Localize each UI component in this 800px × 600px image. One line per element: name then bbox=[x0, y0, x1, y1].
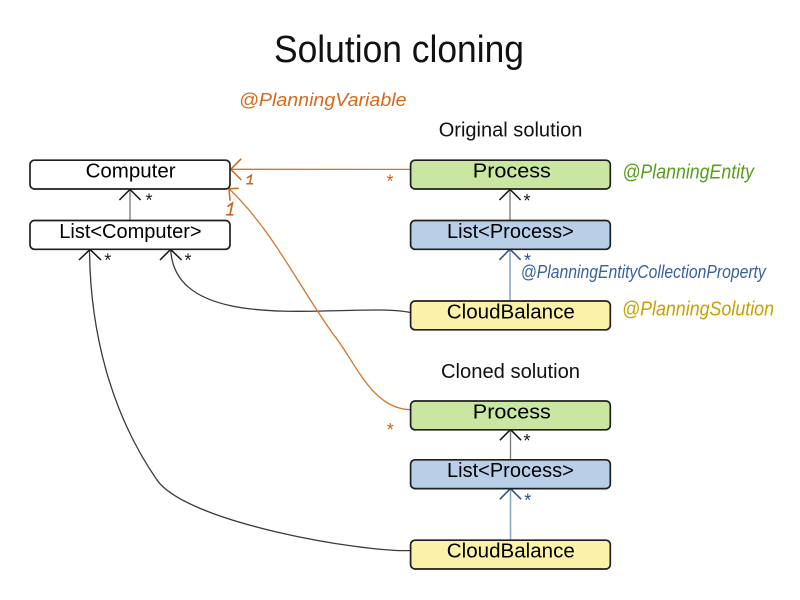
svg-text:@PlanningEntityCollectionPrope: @PlanningEntityCollectionProperty bbox=[521, 261, 767, 282]
svg-text:*: * bbox=[184, 251, 191, 271]
svg-text:Process: Process bbox=[473, 161, 551, 183]
svg-text:List<Process>: List<Process> bbox=[447, 221, 574, 243]
svg-text:Process: Process bbox=[473, 401, 551, 423]
svg-text:List<Computer>: List<Computer> bbox=[59, 221, 201, 243]
svg-text:*: * bbox=[524, 250, 531, 270]
svg-text:CloudBalance: CloudBalance bbox=[447, 301, 575, 323]
svg-text:Solution cloning: Solution cloning bbox=[274, 29, 524, 71]
svg-text:@PlanningSolution: @PlanningSolution bbox=[622, 299, 774, 321]
svg-text:*: * bbox=[387, 420, 394, 440]
svg-text:Computer: Computer bbox=[86, 161, 176, 183]
svg-text:*: * bbox=[523, 191, 530, 211]
svg-text:*: * bbox=[524, 491, 531, 511]
svg-text:@PlanningVariable: @PlanningVariable bbox=[239, 89, 407, 110]
svg-text:Original solution: Original solution bbox=[439, 119, 583, 141]
svg-text:List<Process>: List<Process> bbox=[447, 460, 574, 482]
svg-text:*: * bbox=[104, 251, 111, 271]
svg-text:*: * bbox=[145, 190, 152, 210]
svg-text:*: * bbox=[523, 431, 530, 451]
svg-text:Cloned solution: Cloned solution bbox=[441, 361, 580, 383]
svg-text:CloudBalance: CloudBalance bbox=[447, 541, 575, 563]
svg-text:*: * bbox=[386, 171, 393, 191]
svg-text:@PlanningEntity: @PlanningEntity bbox=[622, 162, 754, 184]
